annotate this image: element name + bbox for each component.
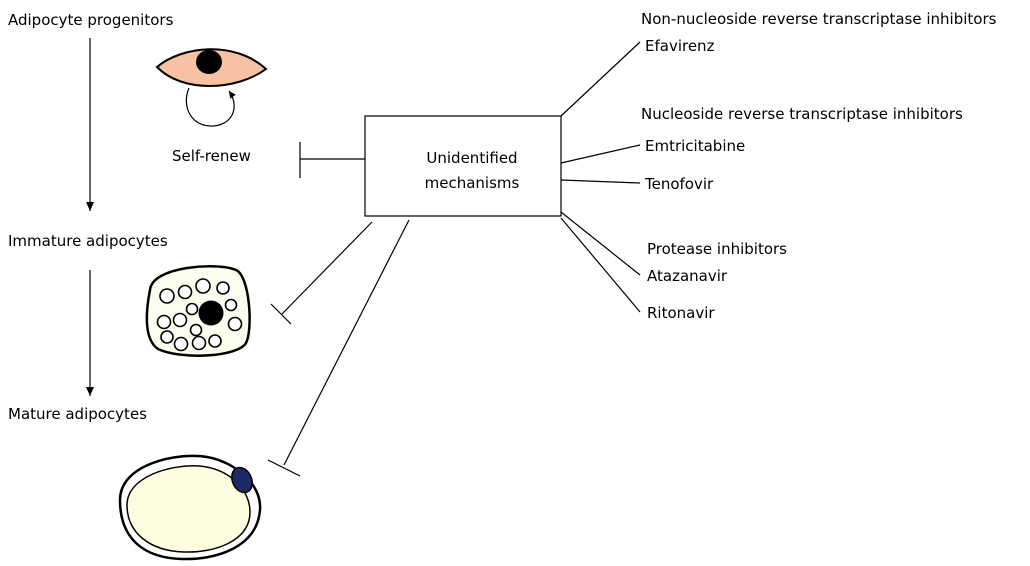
inhibition-bar-immature	[270, 303, 292, 325]
immature-adipocyte-icon	[145, 265, 251, 357]
drug-class-protease-inhibitors: Protease inhibitors	[647, 240, 787, 258]
mature-adipocyte-icon	[118, 454, 262, 561]
progenitor-cell-icon	[155, 48, 268, 87]
connector-emtricitabine	[560, 144, 641, 164]
drug-atazanavir: Atazanavir	[647, 267, 728, 285]
mechanism-box	[364, 115, 562, 217]
stage-label-immature: Immature adipocytes	[8, 232, 168, 250]
inhibition-bar-mature	[267, 459, 301, 477]
stage-label-progenitors: Adipocyte progenitors	[8, 11, 174, 29]
drug-ritonavir: Ritonavir	[647, 304, 715, 322]
connector-efavirenz	[560, 41, 641, 117]
inhibition-line-mature	[283, 219, 410, 466]
drug-emtricitabine: Emtricitabine	[645, 137, 745, 155]
drug-efavirenz: Efavirenz	[645, 37, 715, 55]
drug-tenofovir: Tenofovir	[644, 175, 714, 193]
mechanism-label-line2: mechanisms	[425, 174, 520, 192]
inhibition-line-immature	[281, 221, 373, 315]
connector-atazanavir	[560, 211, 641, 276]
connector-ritonavir	[560, 217, 641, 313]
drug-class-nrti: Nucleoside reverse transcriptase inhibit…	[641, 105, 963, 123]
self-renew-arrow-icon	[185, 87, 236, 127]
mechanism-label-line1: Unidentified	[426, 149, 517, 167]
self-renew-label: Self-renew	[172, 147, 251, 165]
connector-tenofovir	[560, 179, 641, 184]
drug-class-nnrti: Non-nucleoside reverse transcriptase inh…	[641, 10, 997, 28]
stage-label-mature: Mature adipocytes	[8, 405, 147, 423]
